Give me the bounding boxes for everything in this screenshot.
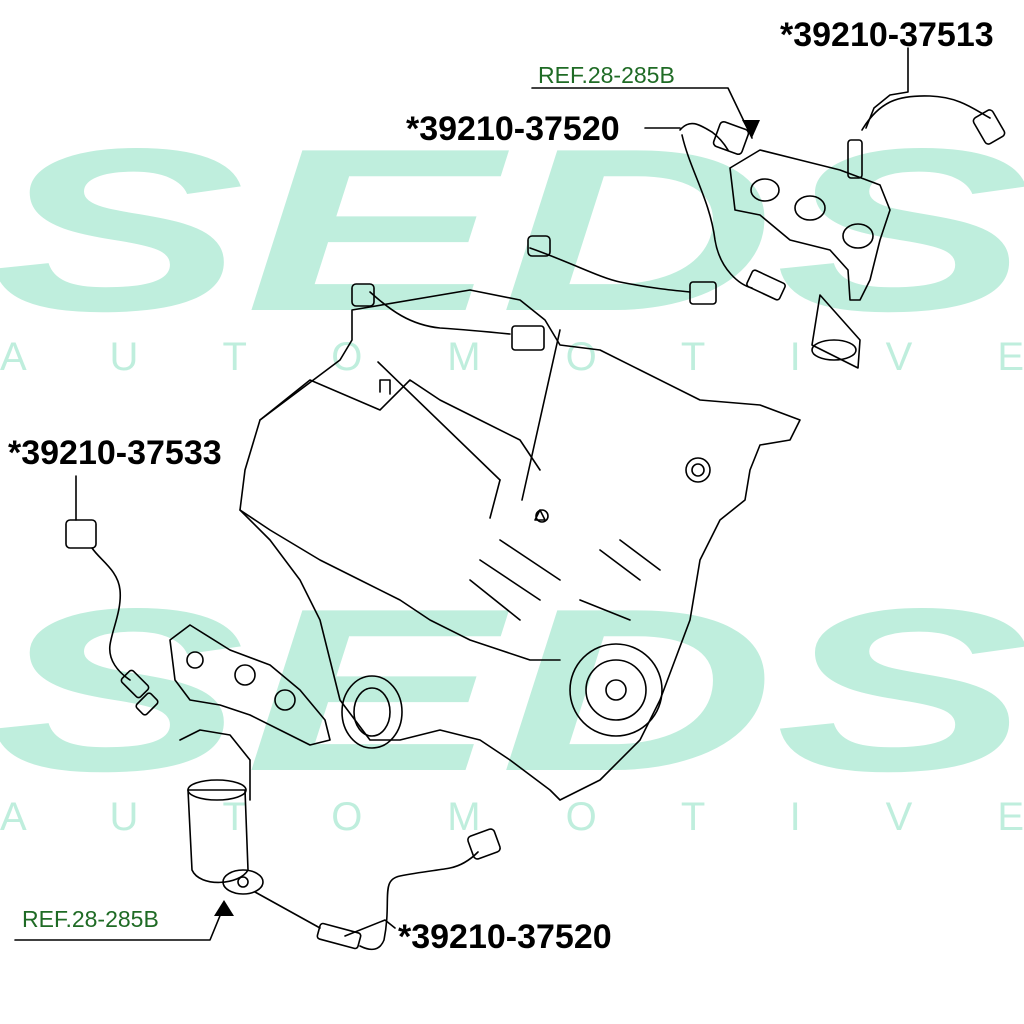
- oxygen-sensor-icon: [316, 828, 501, 951]
- part-number-top-middle: *39210-37520: [406, 110, 620, 148]
- exhaust-manifold-icon: [169, 624, 331, 801]
- ref-label-bottom[interactable]: REF.28-285B: [22, 906, 159, 932]
- watermark-brand-top: SEDS: [0, 120, 1024, 360]
- oxygen-sensor-icon: [679, 95, 1006, 301]
- part-number-bottom: *39210-37520: [398, 918, 612, 956]
- oxygen-sensor-icon: [351, 235, 717, 351]
- watermark-top: SEDS A U T O M O T I V E: [0, 120, 1024, 390]
- exhaust-manifold-icon: [729, 149, 891, 369]
- watermark-bottom: SEDS A U T O M O T I V E: [0, 580, 1024, 850]
- engine-block-icon: [239, 289, 801, 801]
- part-number-top-right: *39210-37513: [780, 16, 994, 54]
- part-number-left: *39210-37533: [8, 434, 222, 472]
- watermark-brand-bottom: SEDS: [0, 580, 1024, 820]
- ref-label-top[interactable]: REF.28-285B: [538, 62, 675, 88]
- catalytic-converter-icon: [187, 779, 264, 895]
- leader-lines: [14, 47, 909, 941]
- oxygen-sensor-icon: [65, 519, 159, 716]
